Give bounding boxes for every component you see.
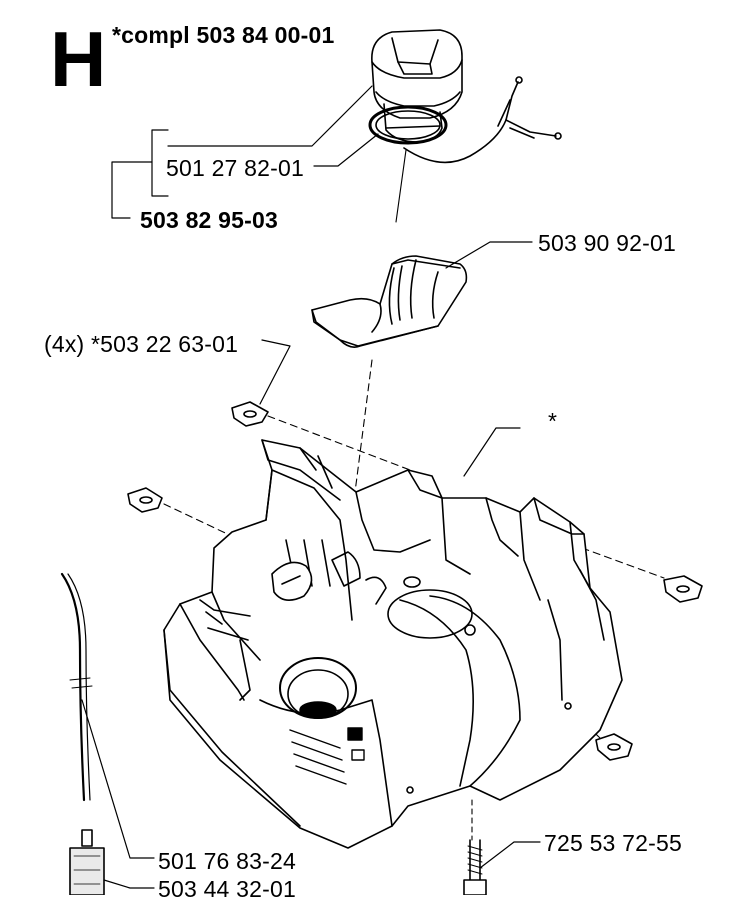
crankcase-body xyxy=(163,439,623,849)
inner-cylinder-bore xyxy=(387,576,572,794)
label-filter: 503 44 32-01 xyxy=(158,876,296,902)
nut-2 xyxy=(127,487,163,513)
section-letter: H xyxy=(50,15,107,103)
label-screw: 725 53 72-55 xyxy=(544,830,682,856)
strap-bracket xyxy=(331,551,387,605)
fuel-cap xyxy=(371,29,463,143)
cap-leader-lines xyxy=(395,149,407,223)
label-star: * xyxy=(548,408,558,434)
label-ring: 501 27 82-01 xyxy=(166,155,304,181)
screw xyxy=(463,799,487,895)
label-cap-assembly: 503 82 95-03 xyxy=(140,207,278,233)
throttle-wing xyxy=(271,561,313,601)
tank-cover xyxy=(311,255,468,348)
label-compl: *compl 503 84 00-01 xyxy=(112,22,335,48)
cap-retainer-strap xyxy=(403,76,562,164)
nut-1 xyxy=(231,401,269,427)
grip-ribs xyxy=(289,727,365,785)
cap-o-ring xyxy=(368,105,448,145)
callout-lines xyxy=(81,85,541,889)
fuel-filler-neck xyxy=(279,657,357,719)
nut-3 xyxy=(663,575,703,603)
fuel-filter xyxy=(69,829,105,895)
fuel-hose xyxy=(60,572,93,802)
label-hose: 501 76 83-24 xyxy=(158,848,296,874)
label-nut: (4x) *503 22 63-01 xyxy=(44,331,239,357)
nut-4 xyxy=(595,733,633,761)
label-cover: 503 90 92-01 xyxy=(538,230,676,256)
